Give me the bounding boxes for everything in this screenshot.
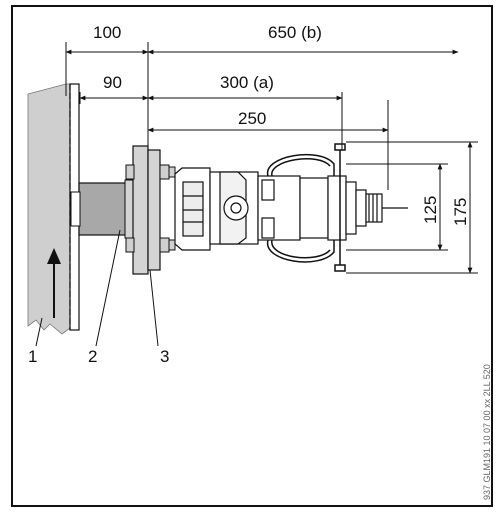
dim-300-label: 300 (a) xyxy=(220,73,274,92)
sensor-housing xyxy=(174,167,408,251)
dim-125-label: 125 xyxy=(421,196,440,224)
housing-bar xyxy=(334,143,346,272)
dim-100-label: 100 xyxy=(93,23,121,42)
dim-250-label: 250 xyxy=(238,109,266,128)
dim-650-label: 650 (b) xyxy=(268,23,322,42)
dim-90-label: 90 xyxy=(103,73,122,92)
drawing-code: 937 GLM191 10 07 00 xx 2LL 520 xyxy=(482,364,492,500)
callout-3: 3 xyxy=(160,347,169,366)
drawing-frame xyxy=(11,5,493,507)
callout-2: 2 xyxy=(88,347,97,366)
handle-loops xyxy=(267,153,335,263)
dim-175-label: 175 xyxy=(451,198,470,226)
flange-bolts xyxy=(125,164,176,253)
vessel-wall xyxy=(27,83,76,335)
flange xyxy=(132,145,149,275)
dimension-lines xyxy=(35,42,478,347)
nozzle-socket xyxy=(78,182,132,236)
callout-1: 1 xyxy=(28,347,37,366)
